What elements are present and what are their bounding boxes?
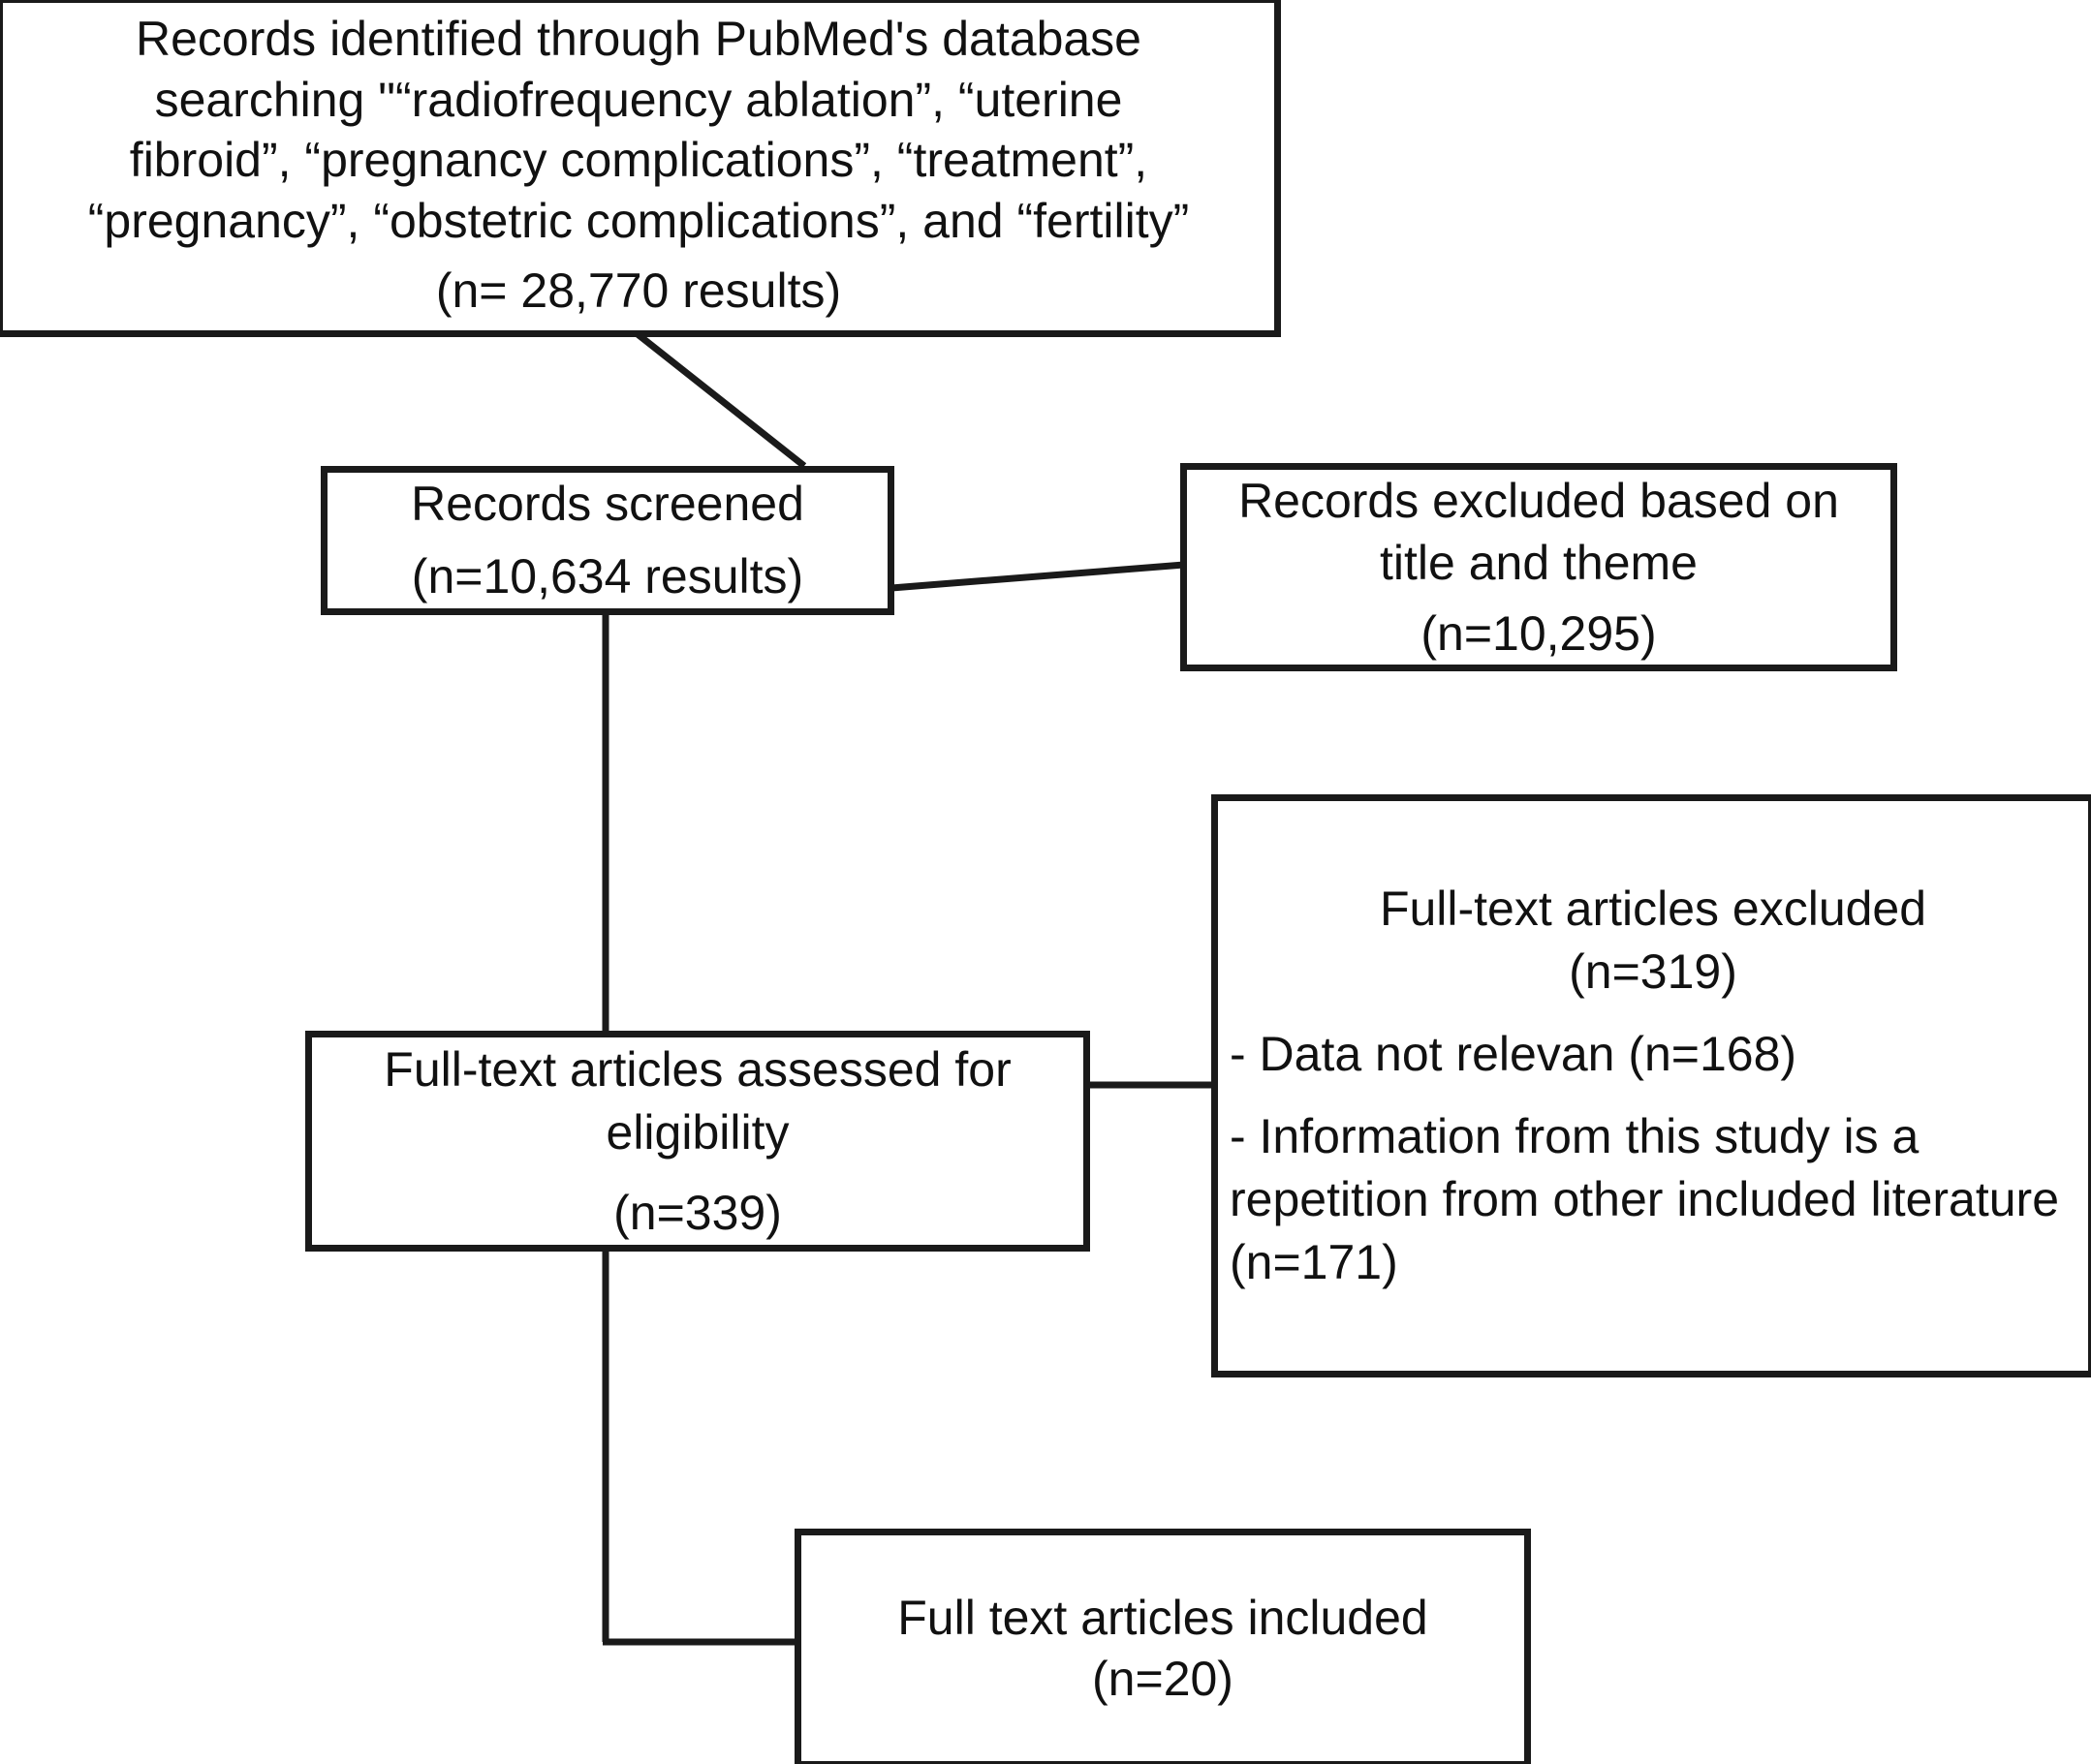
records-identified-count: (n= 28,770 results) — [435, 263, 842, 318]
included-count: (n=20) — [1092, 1651, 1233, 1706]
records-identified-line-4: “pregnancy”, “obstetric complications”, … — [87, 193, 1190, 248]
records-identified-line-2: searching "“radiofrequency ablation”, “u… — [154, 72, 1123, 127]
spacer — [1230, 1086, 2076, 1105]
included-label: Full text articles included — [897, 1591, 1428, 1645]
fulltext-excluded-count: (n=319) — [1569, 944, 1737, 999]
node-fulltext-articles-assessed: Full-text articles assessed for eligibil… — [305, 1031, 1090, 1252]
fulltext-excluded-label: Full-text articles excluded — [1379, 882, 1927, 936]
node-records-excluded-title-theme: Records excluded based on title and them… — [1180, 463, 1897, 671]
assessed-count: (n=339) — [613, 1185, 782, 1240]
assessed-line-2: eligibility — [606, 1104, 790, 1160]
spacer — [1201, 594, 1877, 603]
records-excluded-line-1: Records excluded based on — [1238, 474, 1839, 528]
spacer — [18, 251, 1259, 261]
node-records-screened: Records screened (n=10,634 results) — [321, 466, 894, 615]
spacer — [1230, 1004, 2076, 1023]
connector-screened-to-excluded — [890, 561, 1185, 592]
records-excluded-line-2: title and theme — [1380, 536, 1698, 590]
records-screened-count: (n=10,634 results) — [411, 549, 804, 603]
records-identified-line-1: Records identified through PubMed's data… — [136, 12, 1141, 66]
node-fulltext-articles-included: Full text articles included (n=20) — [795, 1529, 1531, 1764]
assessed-line-1: Full-text articles assessed for — [384, 1041, 1012, 1097]
node-records-identified: Records identified through PubMed's data… — [0, 0, 1281, 337]
fulltext-excluded-reason-1: - Data not relevan (n=168) — [1230, 1027, 1797, 1081]
node-fulltext-articles-excluded: Full-text articles excluded (n=319) - Da… — [1211, 794, 2091, 1377]
spacer — [326, 1164, 1070, 1182]
records-identified-line-3: fibroid”, “pregnancy complications”, “tr… — [129, 133, 1148, 187]
records-excluded-count: (n=10,295) — [1420, 606, 1657, 661]
records-screened-label: Records screened — [411, 477, 804, 531]
connector-identified-to-screened — [635, 331, 807, 469]
fulltext-excluded-reason-2: - Information from this study is a repet… — [1230, 1109, 2073, 1289]
